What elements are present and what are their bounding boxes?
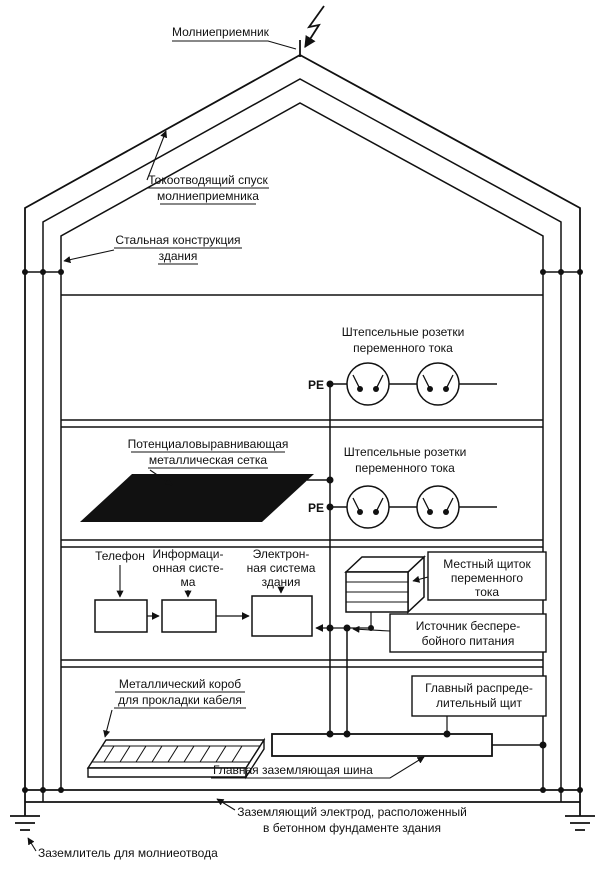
- earth-symbols: [10, 802, 595, 831]
- socket-icon: [416, 362, 460, 406]
- cable-tray: [86, 709, 266, 780]
- label-cable-tray-2: для прокладки кабеля: [118, 693, 242, 707]
- information-system-box: [161, 599, 217, 633]
- label-sockets-lower-1: Штепсельные розетки: [344, 445, 467, 459]
- electronic-system-box: [251, 595, 313, 637]
- label-foundation-electrode-2: в бетонном фундаменте здания: [263, 821, 441, 835]
- callout-box: [427, 551, 547, 601]
- tray-end: [245, 737, 265, 780]
- local-ac-panel: [344, 555, 426, 614]
- middle-contour: [42, 78, 562, 802]
- room-sockets-upper: [330, 362, 497, 406]
- callout-box: [389, 613, 547, 653]
- callout-box: [411, 675, 547, 717]
- down-conductor-contour: [24, 53, 581, 802]
- label-info-system-3: ма: [181, 575, 196, 589]
- label-sockets-upper-1: Штепсельные розетки: [342, 325, 465, 339]
- label-leaders: [27, 40, 297, 852]
- label-lightning-rod: Молниеприемник: [172, 25, 270, 39]
- main-earthing-bus: [211, 733, 543, 779]
- pe-riser: [329, 384, 348, 734]
- label-down-conductor-1: Токоотводящий спуск: [148, 173, 268, 187]
- label-ups-1: Источник беспере-: [416, 619, 521, 633]
- socket-icon: [416, 485, 460, 529]
- earth-ground-icon: [10, 802, 40, 831]
- it-systems: [94, 565, 372, 637]
- label-foundation-electrode-1: Заземляющий электрод, расположенный: [237, 805, 467, 819]
- lightning-bolt-icon: [299, 5, 325, 57]
- label-electronic-system-3: здания: [262, 575, 301, 589]
- label-local-panel-2: переменного: [451, 571, 523, 585]
- label-cable-tray-1: Металлический короб: [119, 677, 241, 691]
- label-mesh-1: Потенциаловыравнивающая: [128, 437, 289, 451]
- main-distribution-board-callout: [411, 675, 547, 733]
- ups-callout: [352, 613, 547, 653]
- label-electronic-system-2: ная система: [247, 561, 316, 575]
- socket-icon: [346, 362, 390, 406]
- foundation: [25, 789, 580, 803]
- label-lightning-earth: Заземлитель для молниеотвода: [38, 846, 218, 860]
- label-mesh-2: металлическая сетка: [149, 453, 267, 467]
- label-ups-2: бойного питания: [422, 634, 515, 648]
- local-panel-callout: [412, 551, 547, 601]
- label-electronic-system-1: Электрон-: [253, 547, 310, 561]
- label-telephone: Телефон: [95, 549, 145, 563]
- equipotential-mesh: [80, 474, 330, 522]
- label-pe-upper: PE: [308, 378, 324, 392]
- label-local-panel-3: тока: [475, 585, 500, 599]
- label-down-conductor-2: молниеприемника: [157, 189, 259, 203]
- tray-rungs: [103, 745, 243, 763]
- label-steel-structure-1: Стальная конструкция: [115, 233, 240, 247]
- earth-ground-icon: [565, 802, 595, 831]
- label-sockets-upper-2: переменного тока: [353, 341, 453, 355]
- label-info-system-2: онная систе-: [152, 561, 223, 575]
- label-steel-structure-2: здания: [159, 249, 198, 263]
- bus-bar: [271, 733, 493, 757]
- room-sockets-lower: [330, 485, 497, 529]
- mesh-shape: [80, 474, 314, 522]
- telephone-box: [94, 599, 148, 633]
- label-info-system-1: Информаци-: [153, 547, 224, 561]
- label-local-panel-1: Местный щиток: [443, 557, 531, 571]
- label-main-earthing-bus: Главная заземляющая шина: [213, 763, 373, 777]
- socket-icon: [346, 485, 390, 529]
- label-sockets-lower-2: переменного тока: [355, 461, 455, 475]
- junction-dots: [22, 269, 583, 793]
- label-main-board-2: лительный щит: [436, 696, 522, 710]
- floor-slabs: [61, 294, 543, 668]
- label-pe-lower: PE: [308, 501, 324, 515]
- label-main-board-1: Главный распреде-: [425, 681, 533, 695]
